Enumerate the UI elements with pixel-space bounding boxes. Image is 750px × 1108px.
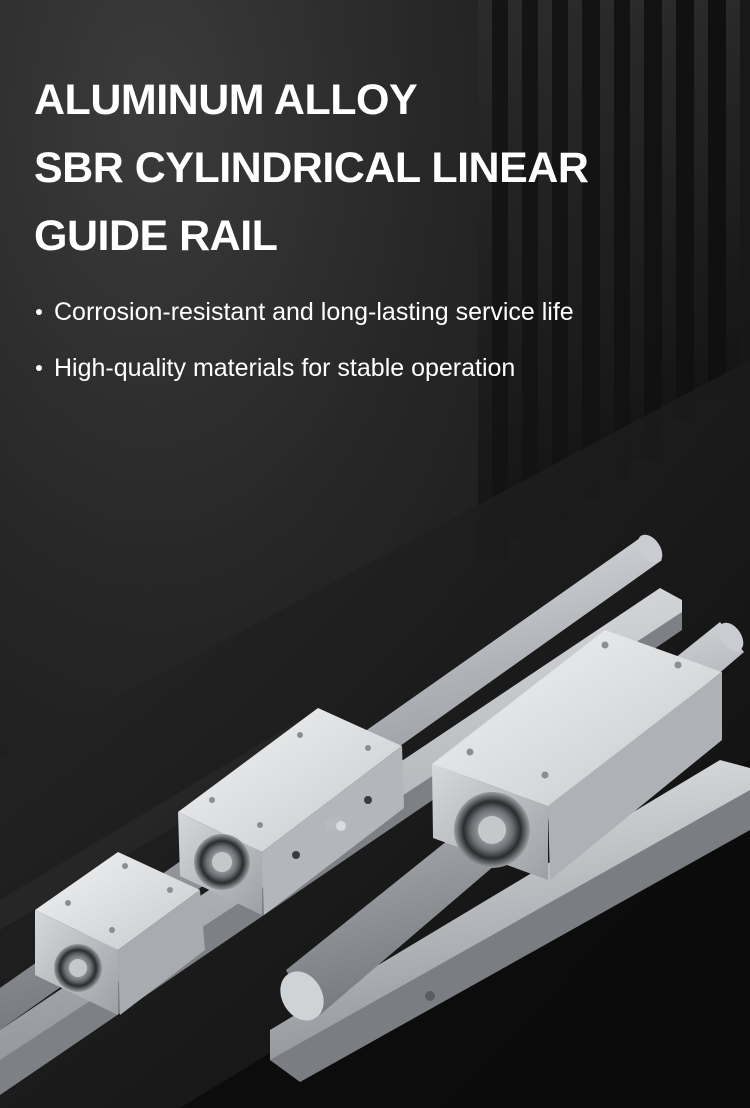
- feature-item: Corrosion-resistant and long-lasting ser…: [36, 284, 574, 340]
- feature-item: High-quality materials for stable operat…: [36, 340, 574, 396]
- title-line-3: GUIDE RAIL: [34, 212, 278, 260]
- title-line-1: ALUMINUM ALLOY: [34, 76, 418, 124]
- feature-text: High-quality materials for stable operat…: [54, 354, 516, 382]
- feature-list: Corrosion-resistant and long-lasting ser…: [36, 284, 574, 396]
- title-line-2: SBR CYLINDRICAL LINEAR: [34, 144, 589, 192]
- page-title: ALUMINUM ALLOY SBR CYLINDRICAL LINEAR GU…: [34, 66, 589, 270]
- bullet-dot-icon: [36, 365, 42, 371]
- feature-text: Corrosion-resistant and long-lasting ser…: [54, 298, 574, 326]
- bullet-dot-icon: [36, 309, 42, 315]
